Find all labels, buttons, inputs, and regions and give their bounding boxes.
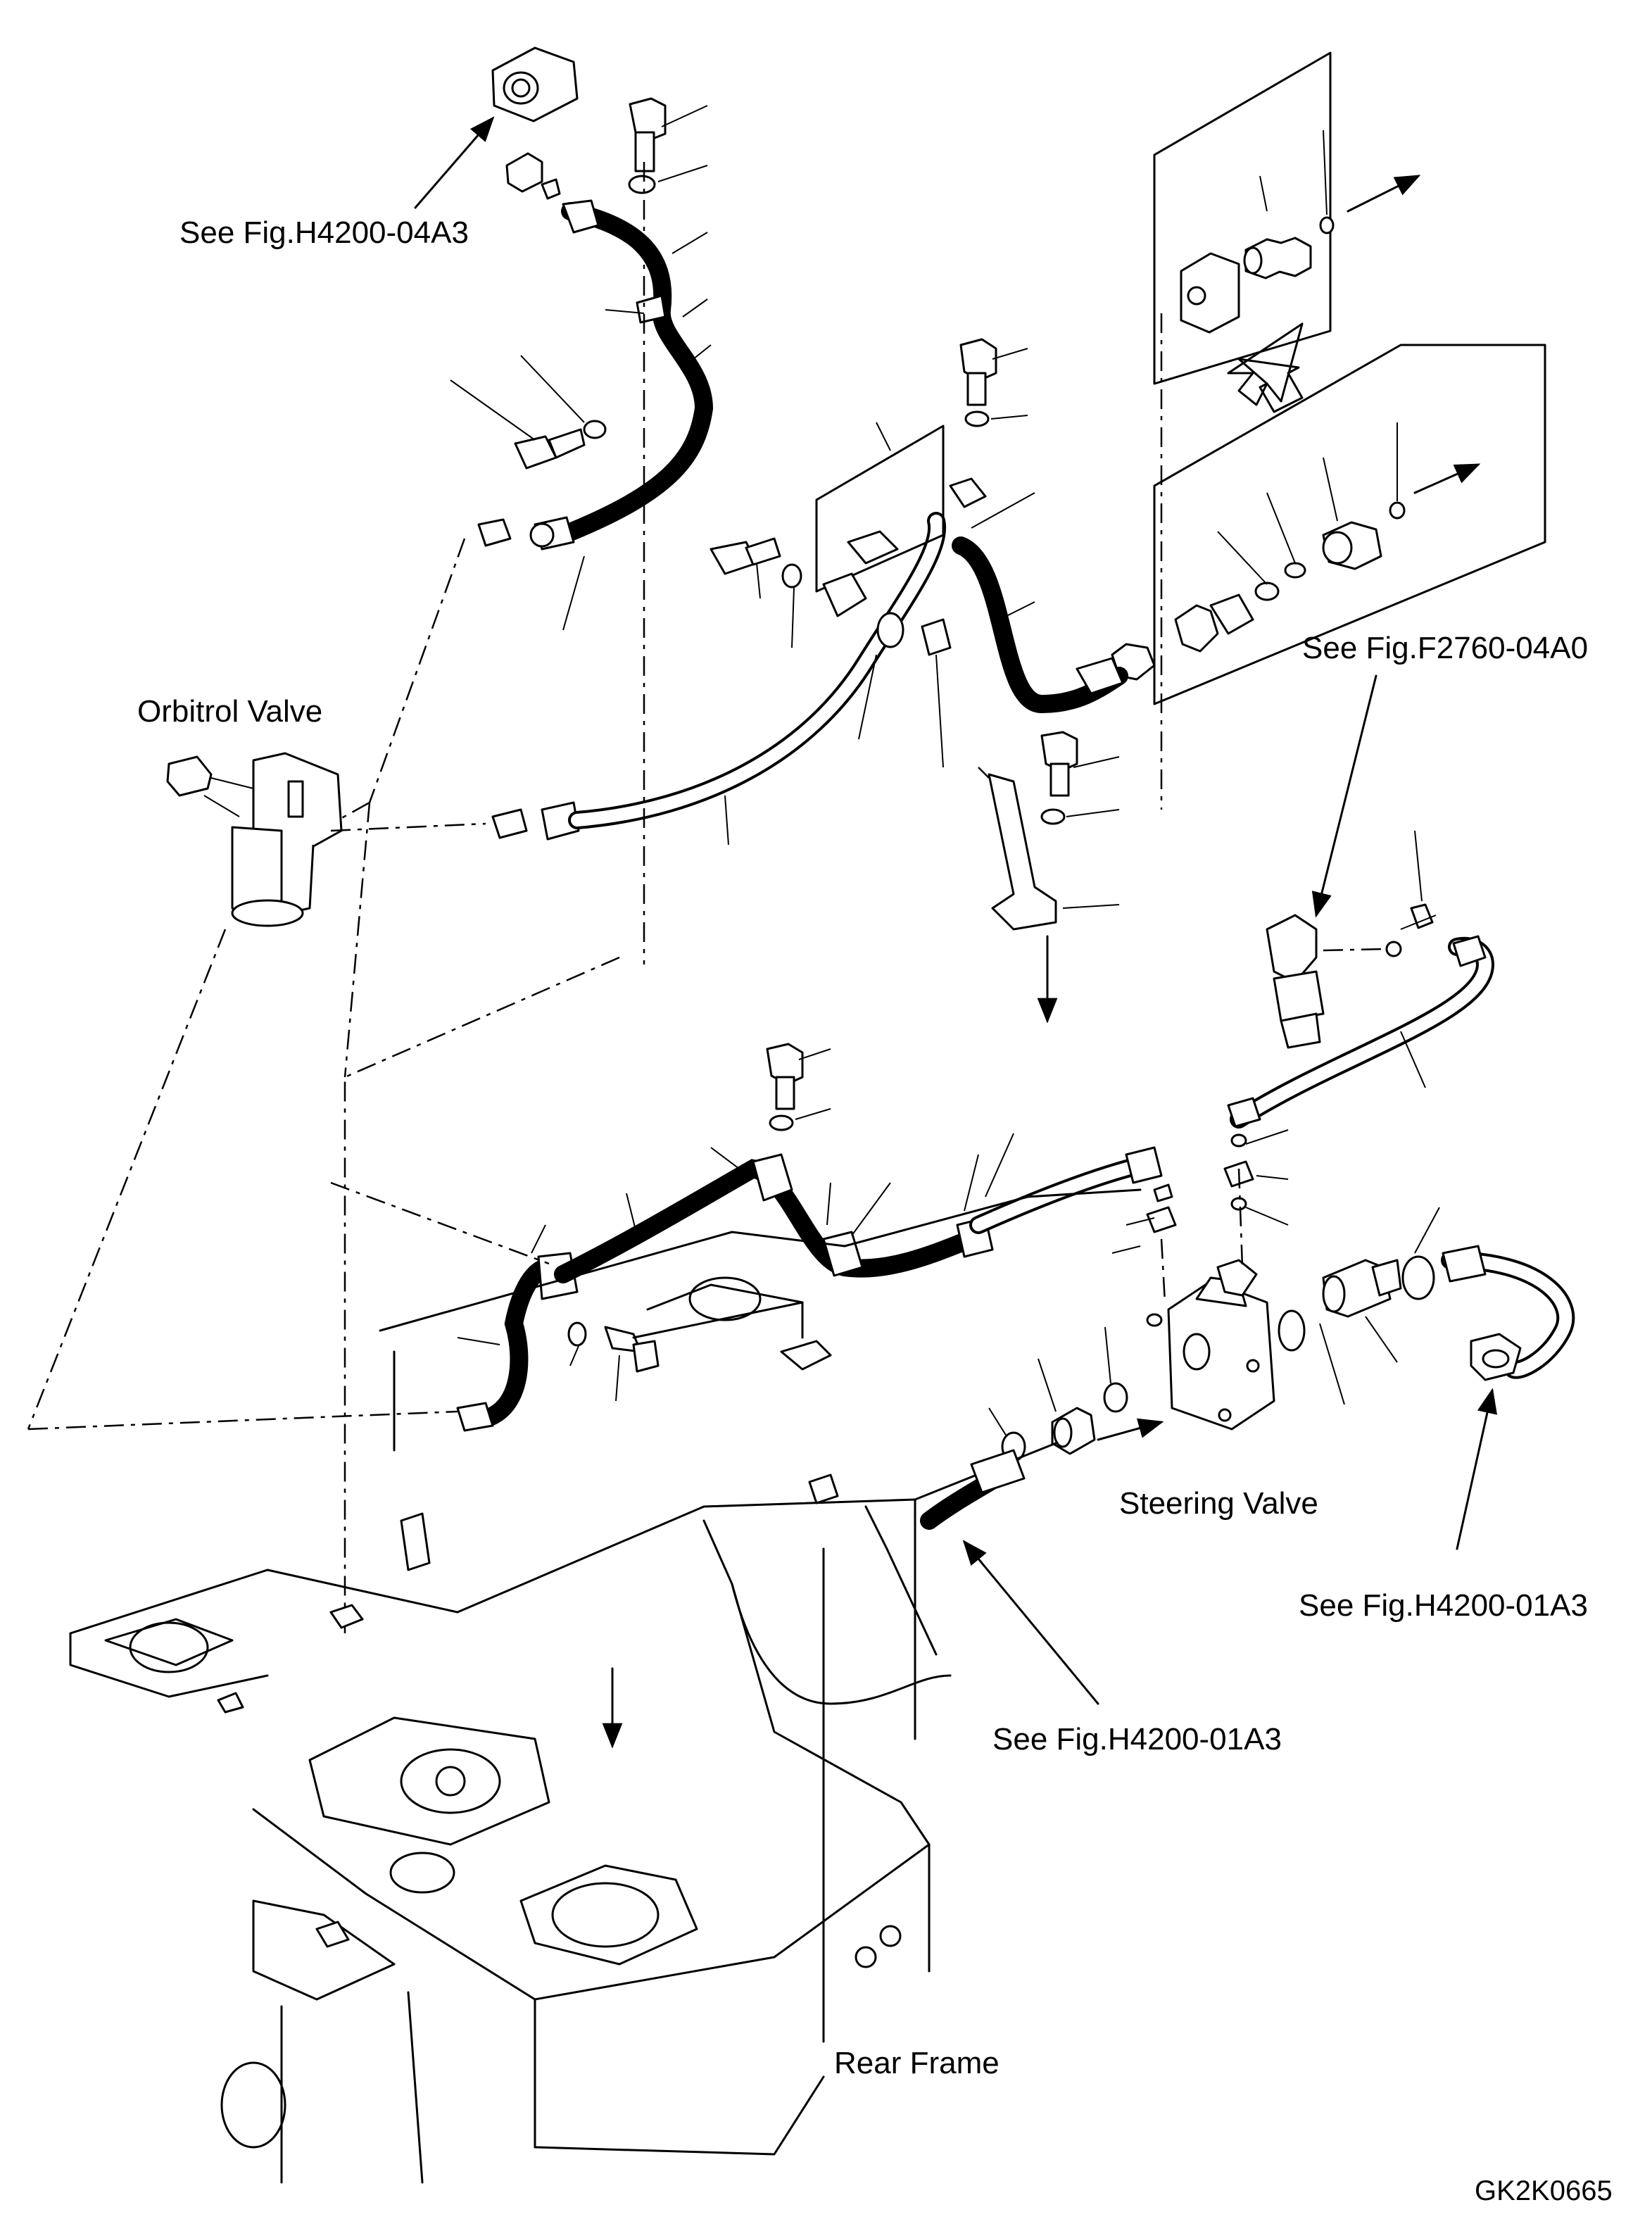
mid-hose bbox=[491, 512, 947, 846]
dash-orbitrol-down bbox=[343, 802, 371, 1078]
open-arrow-up bbox=[1227, 322, 1304, 413]
right-steering-hose bbox=[1227, 935, 1495, 1129]
dash-orbitrol-to-frame bbox=[343, 956, 620, 1633]
support-bracket bbox=[978, 731, 1120, 1024]
label-fig-h4200-01a3-center: See Fig.H4200-01A3 bbox=[992, 1722, 1282, 1756]
elbow-fitting-f2760 bbox=[1266, 830, 1437, 1049]
label-fig-h4200-04a3: See Fig.H4200-04A3 bbox=[179, 215, 469, 250]
drawing-code: GK2K0665 bbox=[1475, 2175, 1613, 2206]
label-rear-frame: Rear Frame bbox=[834, 2046, 1000, 2080]
upper-inset-box bbox=[1153, 51, 1421, 810]
rear-frame bbox=[69, 1188, 1142, 2184]
label-orbitrol-valve: Orbitrol Valve bbox=[137, 694, 322, 729]
clamp-bracket-group bbox=[710, 338, 1035, 768]
dash-orbitrol-upper bbox=[337, 801, 370, 822]
steering-valve-port-fittings bbox=[988, 1207, 1440, 1462]
dash-to-lower-hose bbox=[330, 1181, 550, 1265]
lower-left-hose bbox=[456, 1224, 579, 1432]
bolt-and-washer-lower bbox=[567, 1321, 660, 1402]
dash-orbitrol-to-lower-hose bbox=[27, 929, 227, 1430]
label-fig-f2760-04a0: See Fig.F2760-04A0 bbox=[1302, 631, 1588, 665]
pipe-fig-h4200-01a3-center bbox=[920, 1449, 1026, 1530]
right-upper-hose bbox=[952, 536, 1128, 714]
leader-arrow-fig-h4200-04a3 bbox=[414, 116, 495, 209]
pipe-fig-h4200-01a3-right bbox=[1441, 1245, 1575, 1381]
label-fig-h4200-01a3-right: See Fig.H4200-01A3 bbox=[1299, 1588, 1588, 1623]
bolt-and-washer-left bbox=[450, 355, 607, 470]
dash-lower-left bbox=[27, 1410, 458, 1431]
leader-arrow-fig-f2760-04a0 bbox=[1311, 674, 1377, 918]
dash-orbitrol-mid bbox=[330, 822, 486, 832]
leader-arrow-fig-h4200-01a3-center bbox=[962, 1540, 1099, 1705]
lower-inset-box bbox=[1111, 344, 1546, 705]
small-elbow-fitting bbox=[368, 518, 512, 803]
label-steering-valve: Steering Valve bbox=[1119, 1486, 1318, 1521]
orbitrol-valve bbox=[166, 752, 343, 927]
lower-center-hose bbox=[554, 1043, 1014, 1283]
steering-valve bbox=[1111, 1129, 1289, 1431]
bolt-and-washer-top bbox=[628, 97, 708, 194]
lower-right-hose bbox=[969, 1146, 1163, 1234]
upper-orbitrol-hose bbox=[529, 199, 714, 631]
block-fitting-top bbox=[491, 46, 579, 200]
leader-arrow-fig-h4200-01a3-right bbox=[1456, 1388, 1498, 1550]
